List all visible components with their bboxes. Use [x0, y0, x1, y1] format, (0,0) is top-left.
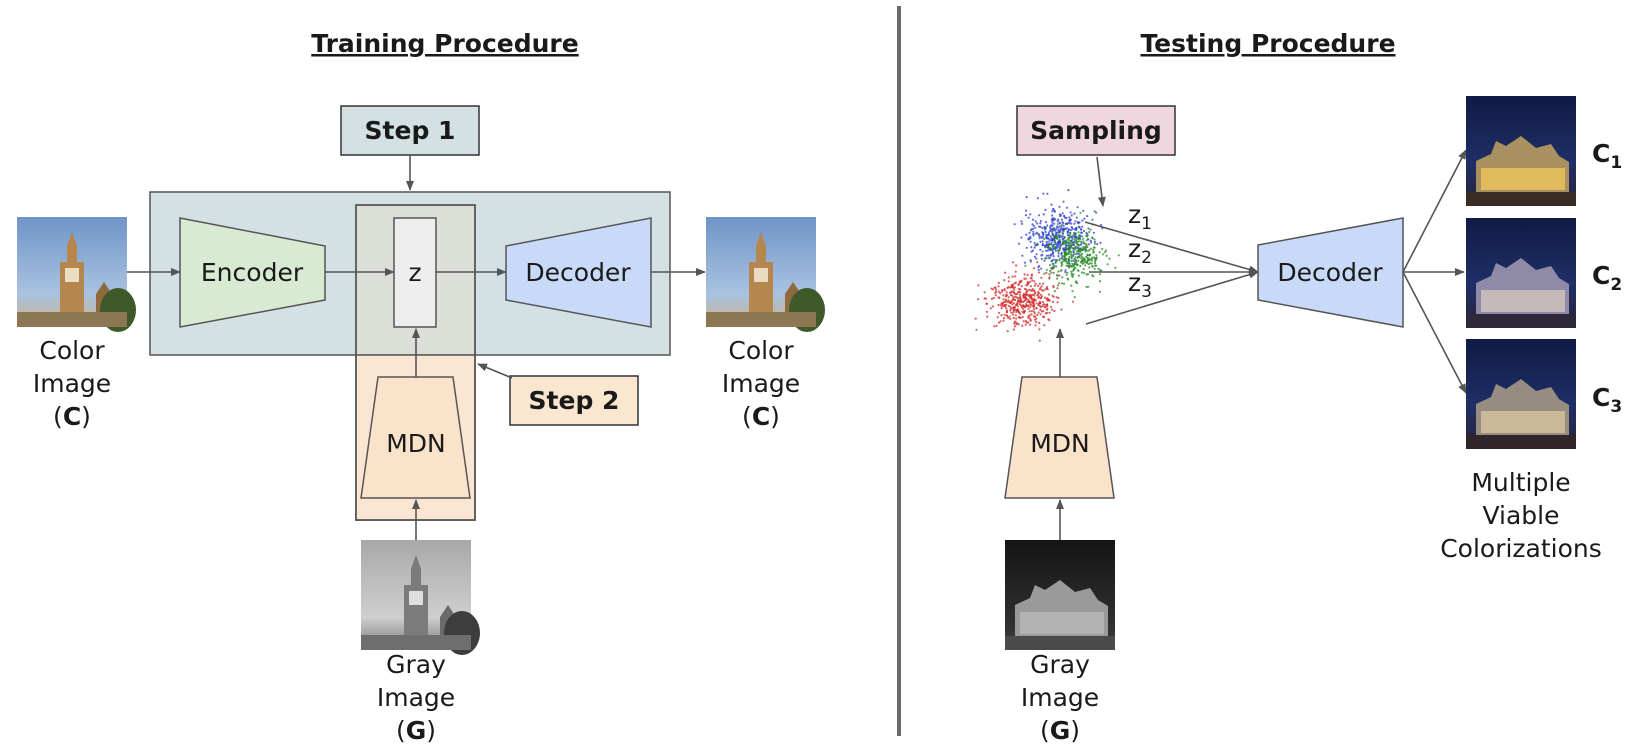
decoder-block: [505, 217, 652, 328]
step2-box: [509, 375, 639, 426]
result-caption-line1: Multiple: [1471, 468, 1570, 497]
step1-label: Step 1: [365, 116, 456, 145]
step1-box: [340, 105, 480, 156]
sampling-arrow: [1096, 156, 1106, 207]
sampling-label: Sampling: [1030, 116, 1162, 145]
color-output-caption-line2: Image: [722, 369, 800, 398]
gray-caption-line2: Image: [377, 683, 455, 712]
testing-title: Testing Procedure: [1140, 29, 1395, 58]
color-input-caption-line3: (C): [53, 402, 91, 431]
decoder-label: Decoder: [525, 258, 631, 287]
gray-input-image: [361, 540, 480, 655]
test-mdn-block: [1004, 376, 1115, 499]
color-output-caption-line3: (C): [742, 402, 780, 431]
encoder-label: Encoder: [201, 258, 304, 287]
result-caption-line2: Viable: [1482, 501, 1559, 530]
result-caption-line3: Colorizations: [1440, 534, 1602, 563]
latent-sample-clusters: [974, 189, 1120, 342]
test-decoder-block: [1257, 217, 1404, 328]
sampling-box: [1016, 105, 1176, 156]
gray-caption-line1: Gray: [386, 650, 446, 679]
color-input-caption-line2: Image: [33, 369, 111, 398]
color-input-caption-line1: Color: [39, 336, 105, 365]
latent-z-label: z: [408, 258, 421, 287]
gray-caption-line3: (G): [396, 716, 436, 745]
c3-label: C3: [1592, 383, 1622, 417]
arrow-decoder-c3: [1402, 271, 1467, 394]
z3-label: z3: [1128, 268, 1152, 302]
arrow-decoder-c1: [1402, 149, 1467, 273]
test-gray-caption-line3: (G): [1040, 716, 1080, 745]
step2-label: Step 2: [529, 386, 620, 415]
c2-label: C2: [1592, 261, 1622, 295]
step2-arrow: [477, 363, 513, 379]
test-mdn-label: MDN: [1030, 429, 1090, 458]
colorization-output-1: [1466, 96, 1576, 206]
z1-label: z1: [1128, 200, 1152, 234]
training-title: Training Procedure: [311, 29, 578, 58]
color-input-image: [17, 217, 136, 332]
encoder-block: [179, 217, 326, 328]
test-gray-caption-line2: Image: [1021, 683, 1099, 712]
c1-label: C1: [1592, 139, 1622, 173]
test-gray-caption-line1: Gray: [1030, 650, 1090, 679]
color-output-image: [706, 217, 825, 332]
z2-label: z2: [1128, 234, 1152, 268]
test-decoder-label: Decoder: [1277, 258, 1383, 287]
mdn-block: [360, 376, 471, 499]
colorization-output-2: [1466, 218, 1576, 328]
colorization-output-3: [1466, 339, 1576, 449]
test-gray-input-image: [1005, 540, 1115, 650]
mdn-label: MDN: [386, 429, 446, 458]
arrow-z1-decoder: [1084, 221, 1259, 274]
color-output-caption-line1: Color: [728, 336, 794, 365]
arrow-z3-decoder: [1085, 270, 1259, 325]
